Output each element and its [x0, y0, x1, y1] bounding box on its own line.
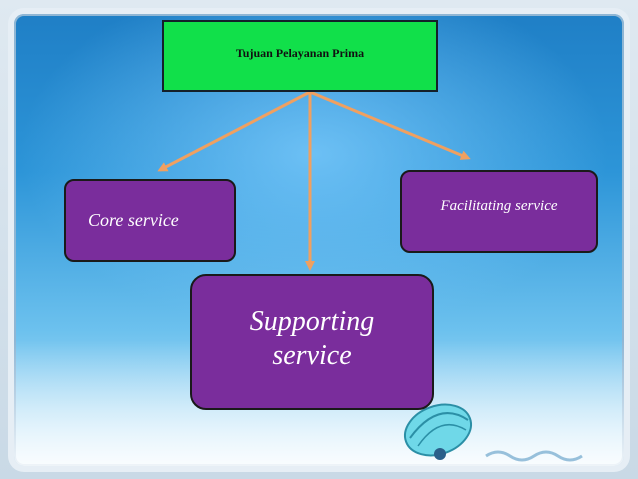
facilitating-service-node: Facilitating service — [400, 170, 598, 253]
core-service-label: Core service — [88, 210, 179, 230]
wave-decoration — [485, 450, 583, 462]
core-service-node: Core service — [64, 179, 236, 262]
supporting-service-node: Supporting service — [190, 274, 434, 410]
root-node-label: Tujuan Pelayanan Prima — [235, 46, 365, 60]
root-node: Tujuan Pelayanan Prima — [162, 20, 438, 92]
arrow-to-facilitating — [309, 90, 471, 160]
arrow-to-core — [157, 90, 311, 172]
supporting-service-label: Supporting service — [249, 306, 375, 371]
facilitating-service-label: Facilitating service — [440, 198, 558, 214]
shell-icon — [404, 403, 472, 460]
